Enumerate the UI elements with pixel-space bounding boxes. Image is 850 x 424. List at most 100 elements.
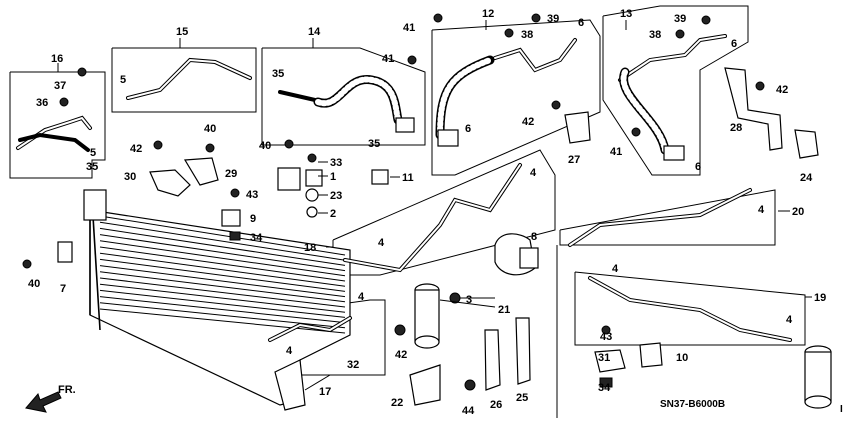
- callout-2: 2: [330, 208, 336, 220]
- callout-23: 23: [330, 190, 342, 202]
- pipe-20: [568, 188, 752, 247]
- callout-41c: 41: [610, 146, 622, 158]
- pipe-17: [268, 316, 352, 342]
- direction-label: FR.: [58, 384, 76, 396]
- condenser-fin: [99, 296, 346, 324]
- callout-4a: 4: [530, 167, 537, 179]
- callout-35c: 35: [368, 138, 380, 150]
- callout-41b: 41: [382, 53, 394, 65]
- callout-5a: 5: [120, 74, 126, 86]
- condenser-fin: [99, 227, 346, 266]
- callout-4g: 4: [786, 314, 793, 326]
- frame-16: [9, 71, 106, 179]
- callout-14: 14: [308, 26, 321, 38]
- frame-19: [574, 271, 806, 346]
- callout-4b: 4: [378, 237, 385, 249]
- callout-22: 22: [391, 397, 403, 409]
- callout-8: 8: [531, 231, 537, 243]
- small-parts: [22, 13, 819, 406]
- part-code: SN37-B6000B: [660, 399, 725, 410]
- front-direction-indicator: FR.: [25, 384, 76, 413]
- hose-13: [618, 34, 727, 161]
- hose-14: [278, 75, 415, 133]
- callout-37: 37: [54, 80, 66, 92]
- frame-13: [602, 5, 749, 176]
- receiver-dryer-main: [414, 283, 440, 349]
- condenser-fin: [99, 246, 346, 282]
- callout-40c: 40: [28, 278, 40, 290]
- frame-20: [559, 189, 776, 246]
- callout-41a: 41: [403, 22, 415, 34]
- receiver-dryer-right: [804, 345, 832, 409]
- callout-43a: 43: [246, 189, 258, 201]
- callout-27: 27: [568, 154, 580, 166]
- callout-38a: 38: [521, 29, 533, 41]
- callout-12: 12: [482, 8, 494, 20]
- callout-30: 30: [124, 171, 136, 183]
- callout-42b: 42: [130, 143, 142, 155]
- pipe-15: [126, 57, 252, 100]
- callout-35a: 35: [86, 161, 98, 173]
- condenser-fin: [99, 271, 346, 303]
- condenser-fin: [99, 265, 346, 298]
- callout-31: 31: [598, 352, 610, 364]
- callout-4e: 4: [758, 204, 765, 216]
- pipe-18: [343, 163, 522, 273]
- callout-6d: 6: [695, 161, 701, 173]
- condenser: [83, 189, 351, 411]
- callout-38b: 38: [649, 29, 661, 41]
- callout-13: 13: [620, 8, 632, 20]
- callout-43b: 43: [600, 331, 612, 343]
- condenser-fin: [99, 258, 346, 292]
- condenser-fin: [99, 308, 346, 334]
- callout-4d: 4: [286, 345, 293, 357]
- frame-14: [261, 47, 426, 146]
- callout-40b: 40: [259, 140, 271, 152]
- callout-44: 44: [462, 405, 475, 417]
- condenser-fin: [99, 283, 346, 313]
- pipe-19: [588, 276, 792, 342]
- callout-21: 21: [498, 304, 510, 316]
- condenser-fin: [99, 234, 346, 272]
- callout-16: 16: [51, 53, 63, 65]
- callout-35b: 35: [272, 68, 284, 80]
- callout-6a: 6: [578, 17, 584, 29]
- callout-36: 36: [36, 97, 48, 109]
- condenser-fin: [99, 302, 346, 329]
- callout-32: 32: [347, 359, 359, 371]
- callout-20: 20: [792, 206, 804, 218]
- callout-39a: 39: [547, 13, 559, 25]
- condenser-fin: [99, 221, 346, 261]
- callout-28: 28: [730, 122, 742, 134]
- callouts: 15 14 12 13 16 37 36 5 5 35 35 35 41 41 …: [28, 8, 826, 417]
- pipe-16: [16, 115, 92, 152]
- callout-9: 9: [250, 213, 256, 225]
- condenser-fin: [99, 215, 346, 256]
- callout-4c: 4: [358, 291, 365, 303]
- condenser-fin: [99, 289, 346, 318]
- callout-6b: 6: [731, 38, 737, 50]
- callout-42d: 42: [776, 84, 788, 96]
- callout-1: 1: [330, 171, 336, 183]
- callout-40a: 40: [204, 123, 216, 135]
- frame-12: [431, 19, 601, 176]
- callout-17: 17: [319, 386, 331, 398]
- callout-34a: 34: [250, 232, 263, 244]
- callout-42c: 42: [395, 349, 407, 361]
- callout-3: 3: [466, 294, 472, 306]
- frame-15: [111, 47, 257, 113]
- callout-34b: 34: [598, 382, 611, 394]
- callout-42a: 42: [522, 116, 534, 128]
- condenser-fin: [99, 252, 346, 287]
- callout-7: 7: [60, 283, 66, 295]
- callout-25: 25: [516, 392, 528, 404]
- callout-18: 18: [304, 242, 316, 254]
- callout-33: 33: [330, 157, 342, 169]
- condenser-fin: [99, 277, 346, 308]
- callout-24: 24: [800, 172, 813, 184]
- callout-4f: 4: [612, 263, 619, 275]
- leader-lines: [57, 20, 812, 391]
- callout-6c: 6: [465, 123, 471, 135]
